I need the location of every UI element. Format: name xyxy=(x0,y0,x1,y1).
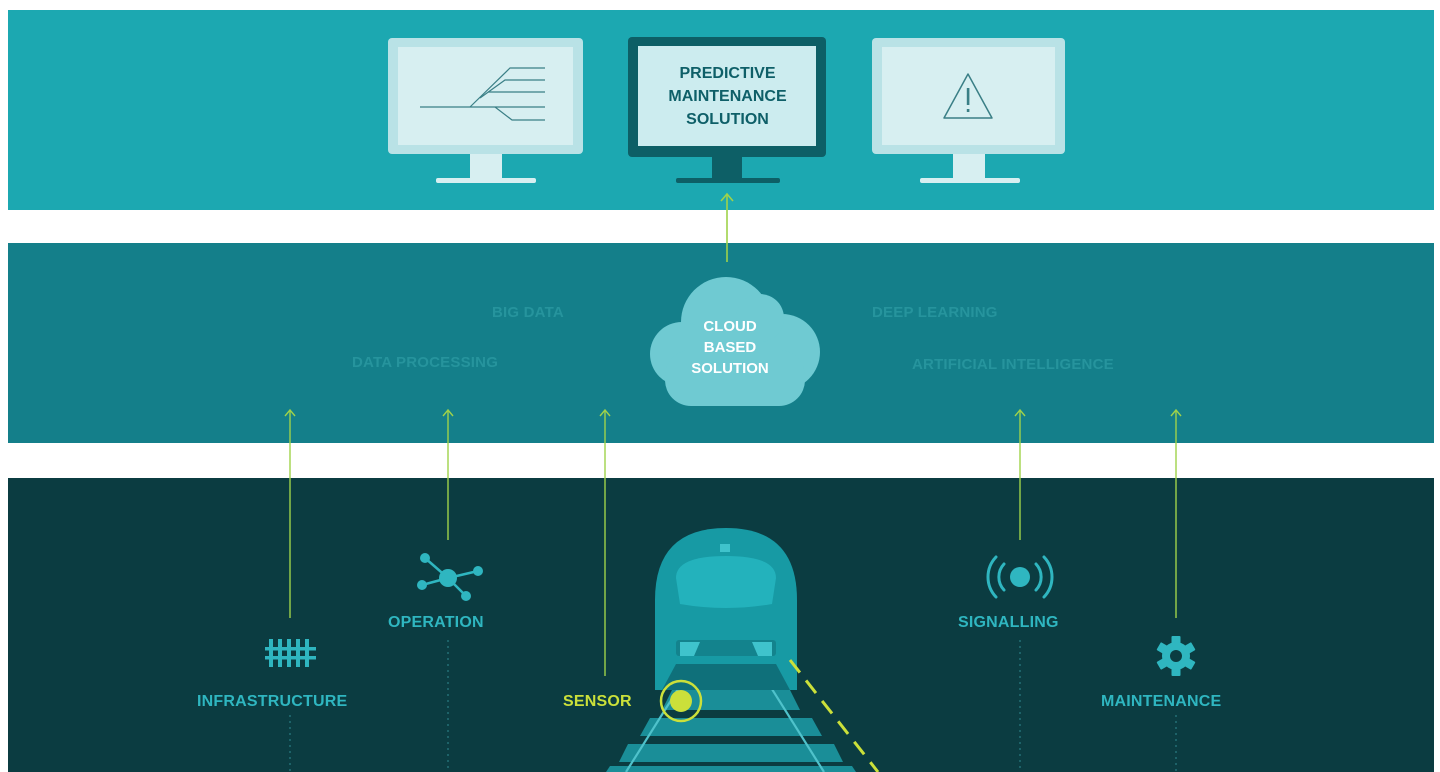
term-big-data: BIG DATA xyxy=(492,304,564,321)
right-monitor xyxy=(872,38,1065,183)
label-sensor: SENSOR xyxy=(563,693,632,710)
sensor-marker-icon xyxy=(659,679,703,723)
term-data-processing: DATA PROCESSING xyxy=(352,354,499,371)
network-icon xyxy=(417,553,483,601)
rail-track-icon xyxy=(265,639,316,667)
label-operation: OPERATION xyxy=(388,614,484,631)
cloud-to-monitor-arrow xyxy=(720,192,734,262)
sensor-dashed-link xyxy=(788,659,880,772)
train-front xyxy=(655,528,797,690)
label-infrastructure: INFRASTRUCTURE xyxy=(197,693,348,710)
label-signalling: SIGNALLING xyxy=(958,614,1059,631)
gear-icon xyxy=(1156,636,1196,676)
cloud-shape xyxy=(650,277,820,406)
term-artificial-intelligence: ARTIFICIAL INTELLIGENCE xyxy=(912,356,1114,373)
warning-icon xyxy=(943,73,993,119)
rail-network-icon xyxy=(420,67,545,121)
left-monitor xyxy=(388,38,583,183)
cloud-solution-title: CLOUD BASED SOLUTION xyxy=(691,318,769,377)
label-maintenance: MAINTENANCE xyxy=(1101,693,1222,710)
center-monitor xyxy=(628,37,826,183)
dotted-connectors xyxy=(289,640,1177,772)
railway-track xyxy=(606,669,856,772)
upward-arrows xyxy=(284,408,1182,676)
predictive-maintenance-title: PREDICTIVE MAINTENANCE SOLUTION xyxy=(668,65,787,128)
term-deep-learning: DEEP LEARNING xyxy=(872,304,998,321)
signal-broadcast-icon xyxy=(986,555,1054,599)
